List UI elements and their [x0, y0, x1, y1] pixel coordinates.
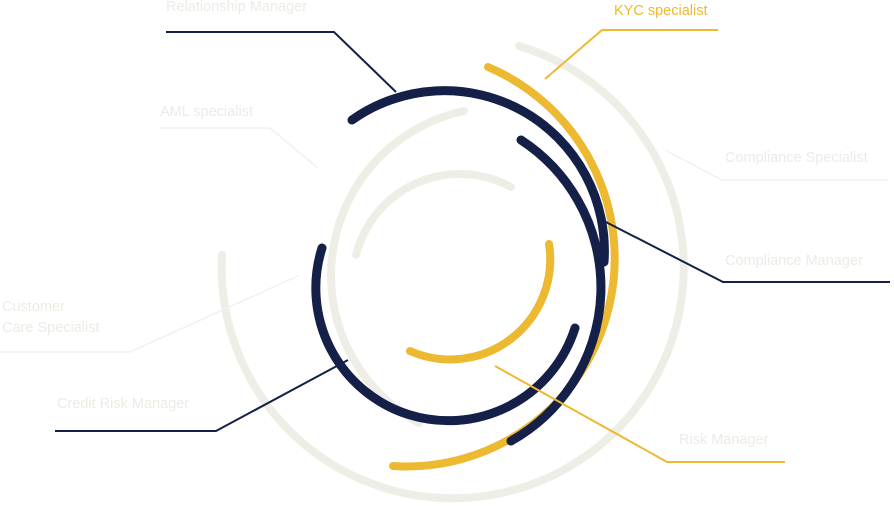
leader-kyc-specialist	[544, 29, 718, 80]
leader-compliance-specialist	[664, 149, 888, 181]
arc-light-outer	[217, 42, 688, 503]
arc-light-middle	[327, 107, 468, 427]
arc-navy-right	[506, 135, 606, 446]
leader-customer-care-specialist	[0, 274, 301, 353]
label-relationship-manager: Relationship Manager	[166, 0, 308, 15]
arc-gold-outer	[389, 63, 619, 471]
leader-relationship-manager	[166, 31, 397, 93]
leader-compliance-manager	[599, 218, 890, 283]
label-compliance-manager: Compliance Manager	[725, 253, 863, 269]
arc-navy-top	[347, 86, 609, 267]
arc-light-inner	[352, 169, 515, 259]
label-compliance-specialist: Compliance Specialist	[725, 150, 868, 166]
label-customer-care-specialist: Customer Care Specialist	[2, 299, 100, 336]
leader-risk-manager	[494, 365, 785, 463]
arc-navy-left	[311, 243, 580, 426]
label-risk-manager: Risk Manager	[679, 432, 769, 448]
label-kyc-specialist: KYC specialist	[614, 3, 708, 19]
arc-gold-inner	[406, 240, 555, 364]
leader-credit-risk-manager	[55, 359, 349, 432]
label-credit-risk-manager: Credit Risk Manager	[57, 396, 190, 412]
leader-aml-specialist	[160, 127, 319, 169]
label-aml-specialist: AML specialist	[160, 104, 253, 120]
